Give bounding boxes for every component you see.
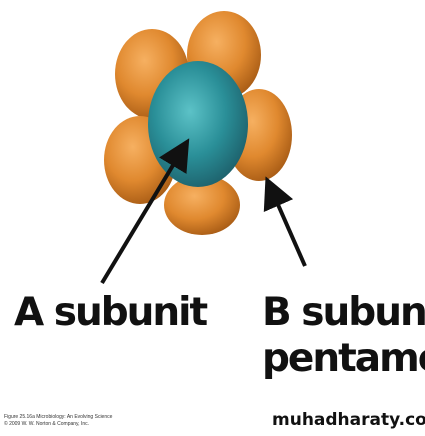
a-subunit-sphere bbox=[148, 61, 248, 187]
b-subunit-pentamer-label: B subunit pentamer bbox=[262, 290, 425, 382]
caption-line-2: © 2009 W. W. Norton & Company, Inc. bbox=[4, 421, 90, 427]
a-subunit-arrow bbox=[100, 138, 190, 285]
b-subunit-label-line2: pentamer bbox=[262, 336, 425, 381]
b-subunit-label-line1: B subunit bbox=[262, 290, 425, 335]
figure-caption: Figure 25.16a Microbiology: An Evolving … bbox=[4, 414, 112, 428]
a-subunit-label: A subunit bbox=[14, 290, 208, 335]
site-watermark: muhadharaty.com bbox=[272, 410, 425, 430]
b-subunit-bottom bbox=[164, 175, 240, 235]
caption-line-1: Figure 25.16a Microbiology: An Evolving … bbox=[4, 414, 113, 420]
b-subunit-arrow bbox=[263, 176, 307, 267]
